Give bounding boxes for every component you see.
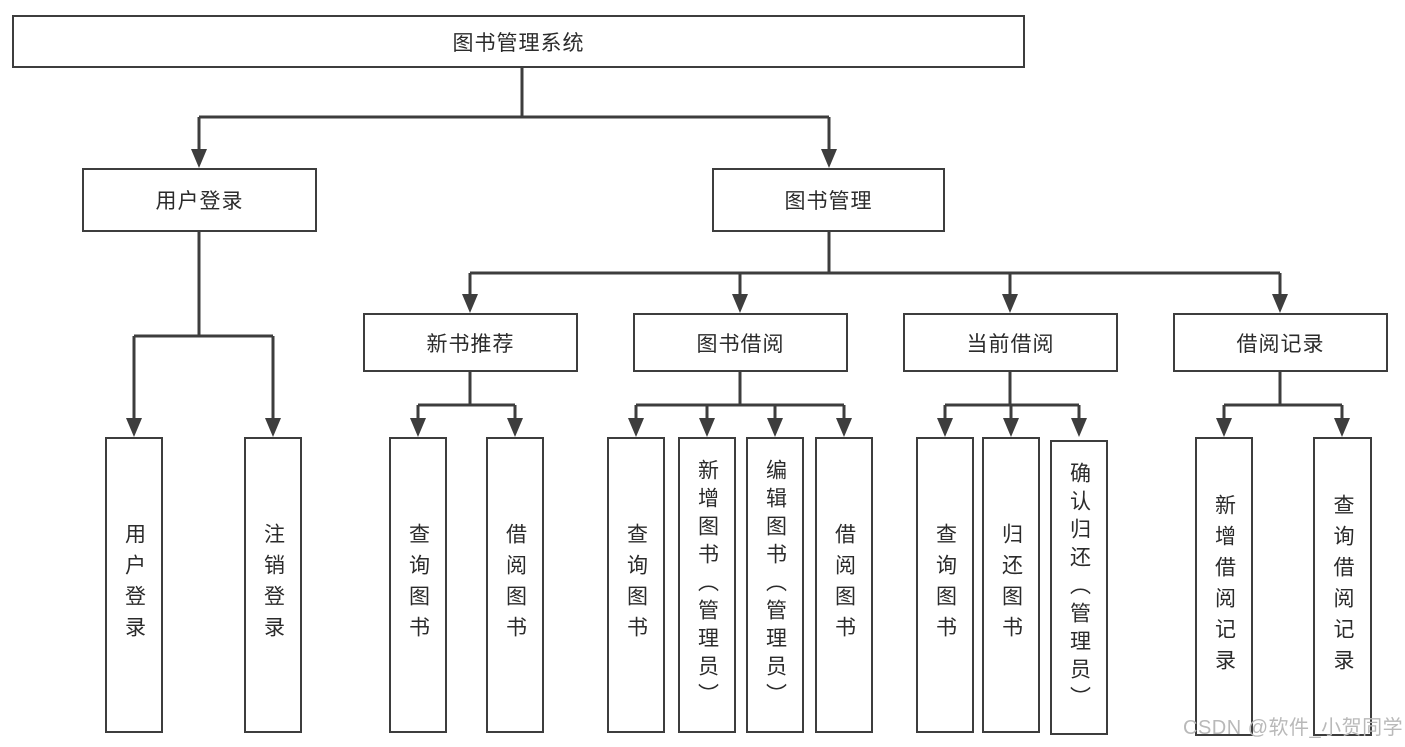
leaf-add-borrow-record: 新增借阅记录 xyxy=(1195,437,1253,736)
node-book-management: 图书管理 xyxy=(712,168,945,232)
node-label: 查询借阅记录 xyxy=(1331,493,1354,680)
node-book-borrow: 图书借阅 xyxy=(633,313,848,372)
node-label: 编辑图书（管理员） xyxy=(763,459,787,711)
node-label: 新书推荐 xyxy=(426,332,515,356)
csdn-watermark: CSDN @软件_小贺同学 xyxy=(1183,717,1404,739)
node-current-borrow: 当前借阅 xyxy=(903,313,1118,372)
node-label: 新增图书（管理员） xyxy=(695,459,719,711)
leaf-borrow-books-recommend: 借阅图书 xyxy=(486,437,544,733)
node-user-login: 用户登录 xyxy=(82,168,317,232)
leaf-query-books-current: 查询图书 xyxy=(916,437,974,733)
node-label: 新增借阅记录 xyxy=(1212,493,1236,680)
node-label: 图书管理 xyxy=(784,190,873,213)
node-label: 借阅图书 xyxy=(503,523,527,647)
leaf-edit-books-admin: 编辑图书（管理员） xyxy=(746,437,804,733)
node-label: 当前借阅 xyxy=(966,332,1055,356)
node-label: 确认归还（管理员） xyxy=(1067,461,1091,714)
node-borrow-records: 借阅记录 xyxy=(1173,313,1388,372)
leaf-logout: 注销登录 xyxy=(244,437,302,733)
node-label: 查询图书 xyxy=(406,523,430,647)
node-new-book-recommend: 新书推荐 xyxy=(363,313,578,372)
node-label: 用户登录 xyxy=(122,523,146,647)
node-library-management-system: 图书管理系统 xyxy=(12,15,1025,68)
node-label: 查询图书 xyxy=(933,523,957,647)
leaf-borrow-books: 借阅图书 xyxy=(815,437,873,733)
leaf-add-books-admin: 新增图书（管理员） xyxy=(678,437,736,733)
node-label: 图书管理系统 xyxy=(452,31,585,55)
leaf-user-login: 用户登录 xyxy=(105,437,163,733)
node-label: 注销登录 xyxy=(261,523,285,647)
leaf-query-books-recommend: 查询图书 xyxy=(389,437,447,733)
node-label: 归还图书 xyxy=(999,523,1023,647)
arrowheads xyxy=(126,149,1350,437)
node-label: 图书借阅 xyxy=(696,332,785,356)
node-label: 用户登录 xyxy=(155,190,244,213)
leaf-query-books-borrow: 查询图书 xyxy=(607,437,665,733)
leaf-query-borrow-record: 查询借阅记录 xyxy=(1313,437,1372,736)
node-label: 借阅记录 xyxy=(1236,332,1325,356)
node-label: 借阅图书 xyxy=(832,523,856,647)
leaf-return-books: 归还图书 xyxy=(982,437,1040,733)
leaf-confirm-return-admin: 确认归还（管理员） xyxy=(1050,440,1108,735)
node-label: 查询图书 xyxy=(624,523,648,647)
